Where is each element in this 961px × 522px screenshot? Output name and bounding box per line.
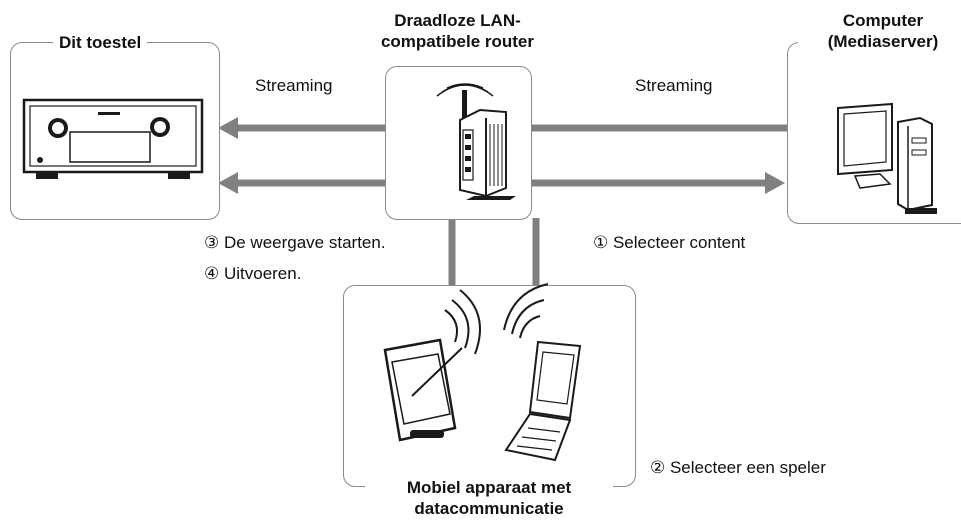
router-title: Draadloze LAN- compatibele router xyxy=(370,10,545,52)
router-box xyxy=(385,66,532,220)
router-title-line2: compatibele router xyxy=(380,32,535,51)
device-box-title: Dit toestel xyxy=(53,33,148,53)
step-4-label: ④ Uitvoeren. xyxy=(204,264,302,283)
computer-title: Computer (Mediaserver) xyxy=(798,10,961,52)
stream-arrowhead-computer xyxy=(765,172,785,194)
stream-arrowhead-device-bottom xyxy=(218,172,238,194)
mobile-title-line2: datacommunicatie xyxy=(414,499,564,518)
streaming-label-right: Streaming xyxy=(635,76,713,95)
computer-title-line2: (Mediaserver) xyxy=(827,32,939,51)
streaming-label-left: Streaming xyxy=(255,76,333,95)
step-3-label: ③ De weergave starten. xyxy=(204,233,386,252)
computer-title-line1: Computer xyxy=(842,11,924,30)
mobile-title: Mobiel apparaat met datacommunicatie xyxy=(365,477,613,519)
step-2-label: ② Selecteer een speler xyxy=(650,458,826,477)
router-title-line1: Draadloze LAN- xyxy=(394,11,521,30)
step-1-label: ① Selecteer content xyxy=(593,233,746,252)
mobile-title-line1: Mobiel apparaat met xyxy=(406,478,572,497)
stream-arrowhead-device-top xyxy=(218,117,238,139)
